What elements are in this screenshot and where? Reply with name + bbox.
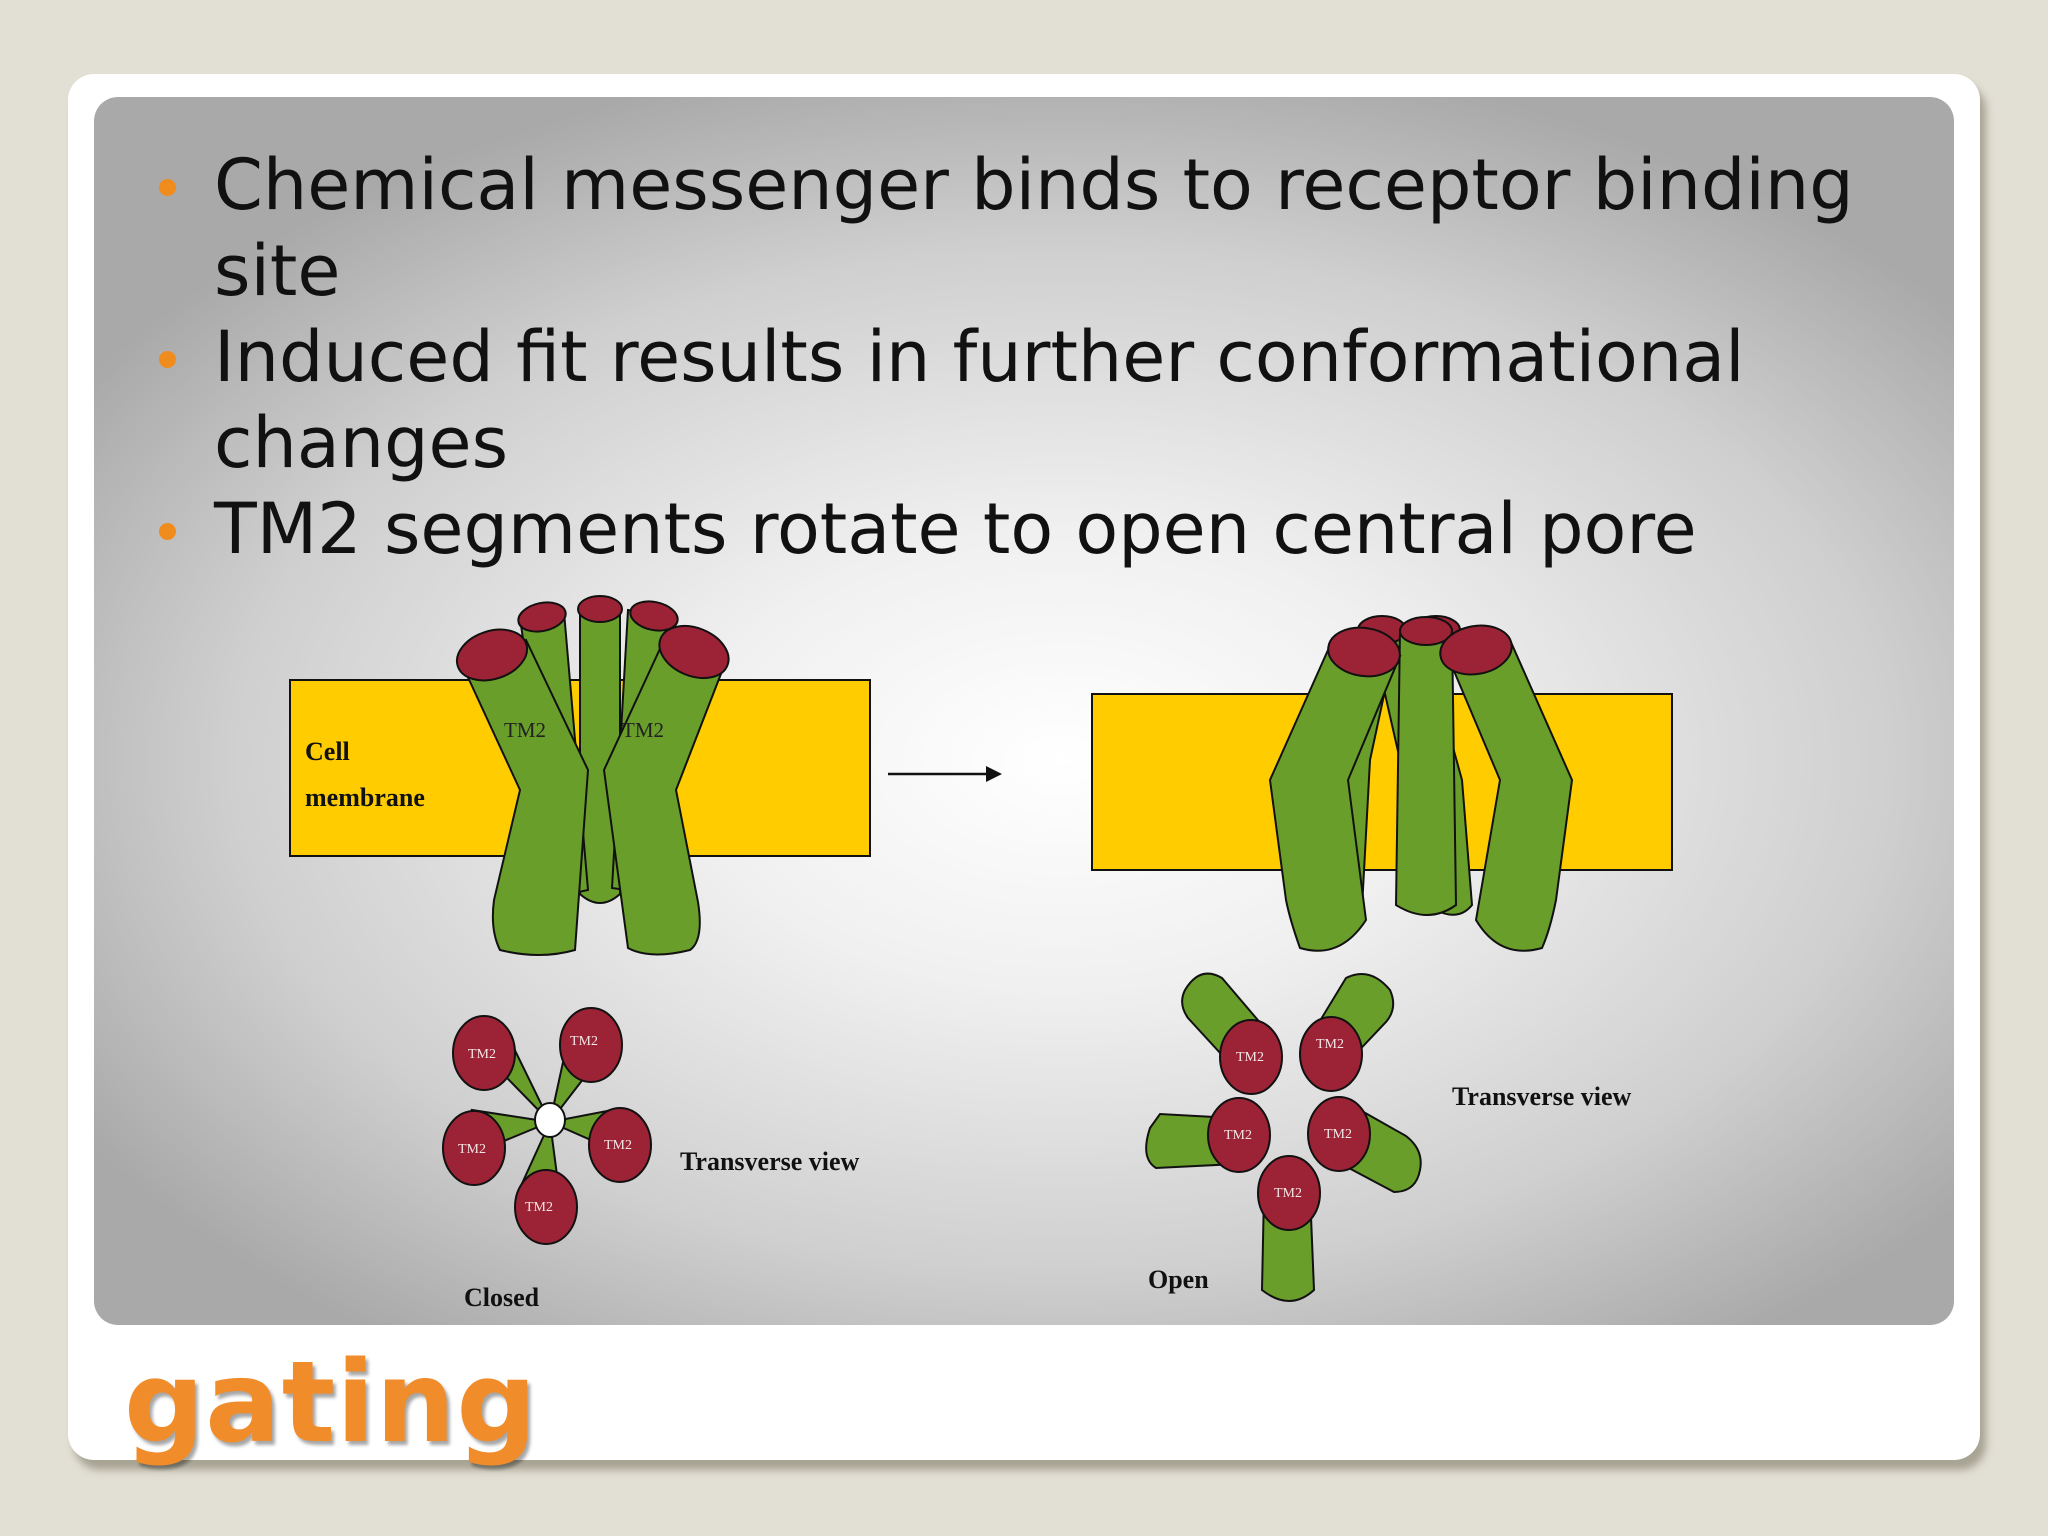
slide-title: gating	[124, 1338, 538, 1468]
tm2-cross-section	[559, 1007, 623, 1083]
tm2-cross-section	[442, 1110, 506, 1186]
content-panel: Chemical messenger binds to receptor bin…	[94, 97, 1954, 1325]
helix-front-right	[1444, 638, 1574, 952]
bullet-item: TM2 segments rotate to open central pore	[94, 486, 1954, 572]
open-membrane	[1091, 693, 1673, 871]
tm2-cross-section	[1219, 1019, 1283, 1095]
helix-center	[1394, 629, 1458, 916]
tm2-label: TM2	[468, 1047, 496, 1062]
tm2-label: TM2	[1316, 1037, 1344, 1052]
tm2-cross-section	[1257, 1155, 1321, 1231]
helix-cap	[577, 595, 623, 623]
open-label: Open	[1148, 1265, 1209, 1294]
helix-cap	[517, 601, 567, 633]
helix-cap	[629, 600, 679, 632]
tm2-cross-section	[1307, 1096, 1371, 1172]
bullet-dot-icon	[159, 179, 176, 196]
bullet-text: TM2 segments rotate to open central pore	[214, 488, 1697, 570]
tm2-label: TM2	[570, 1034, 598, 1049]
tm2-label: TM2	[604, 1138, 632, 1153]
membrane-label-line2: membrane	[305, 783, 425, 812]
closed-transverse-view: TM2 TM2 TM2 TM2 TM2 Transverse view Clos…	[442, 1007, 860, 1312]
tm2-label: TM2	[458, 1142, 486, 1157]
helix-cap	[658, 624, 730, 680]
bullet-list: Chemical messenger binds to receptor bin…	[94, 142, 1954, 572]
helix-cap	[1439, 624, 1513, 676]
bullet-text: Chemical messenger binds to receptor bin…	[214, 144, 1854, 312]
tm2-cross-section	[452, 1015, 516, 1091]
bullet-dot-icon	[159, 351, 176, 368]
bullet-dot-icon	[159, 523, 176, 540]
helix-cap	[1399, 616, 1453, 646]
bullet-item: Chemical messenger binds to receptor bin…	[94, 142, 1954, 314]
helix-front-right	[602, 638, 726, 956]
helix-front-left	[1268, 648, 1402, 952]
tm2-label: TM2	[1274, 1186, 1302, 1201]
tm2-label: TM2	[1324, 1127, 1352, 1142]
bullet-item: Induced fit results in further conformat…	[94, 314, 1954, 486]
gating-diagram: Cell membrane TM2 TM2	[289, 595, 1673, 1312]
tm2-label: TM2	[1224, 1128, 1252, 1143]
tm2-cross-section	[588, 1107, 652, 1183]
tm2-label: TM2	[504, 718, 546, 742]
helix-cap	[455, 628, 529, 682]
transverse-label: Transverse view	[1452, 1082, 1632, 1111]
closed-pore	[534, 1102, 566, 1138]
transition-arrow-icon	[888, 766, 1002, 782]
open-side-view	[1091, 615, 1673, 952]
helix-cap	[1327, 626, 1401, 678]
transverse-label: Transverse view	[680, 1147, 860, 1176]
tm2-label: TM2	[525, 1200, 553, 1215]
open-transverse-view: TM2 TM2 TM2 TM2 TM2 Transverse view Open	[1145, 972, 1632, 1302]
helix-front-left	[458, 638, 590, 956]
tm2-label: TM2	[1236, 1050, 1264, 1065]
closed-side-view: Cell membrane TM2 TM2	[289, 595, 871, 956]
closed-label: Closed	[464, 1283, 540, 1312]
tm2-cross-section	[1299, 1016, 1363, 1092]
tm2-cross-section	[1207, 1097, 1271, 1173]
bullet-text: Induced fit results in further conformat…	[214, 316, 1745, 484]
tm2-cross-section	[514, 1169, 578, 1245]
tm2-label: TM2	[622, 718, 664, 742]
membrane-label-line1: Cell	[305, 737, 350, 766]
